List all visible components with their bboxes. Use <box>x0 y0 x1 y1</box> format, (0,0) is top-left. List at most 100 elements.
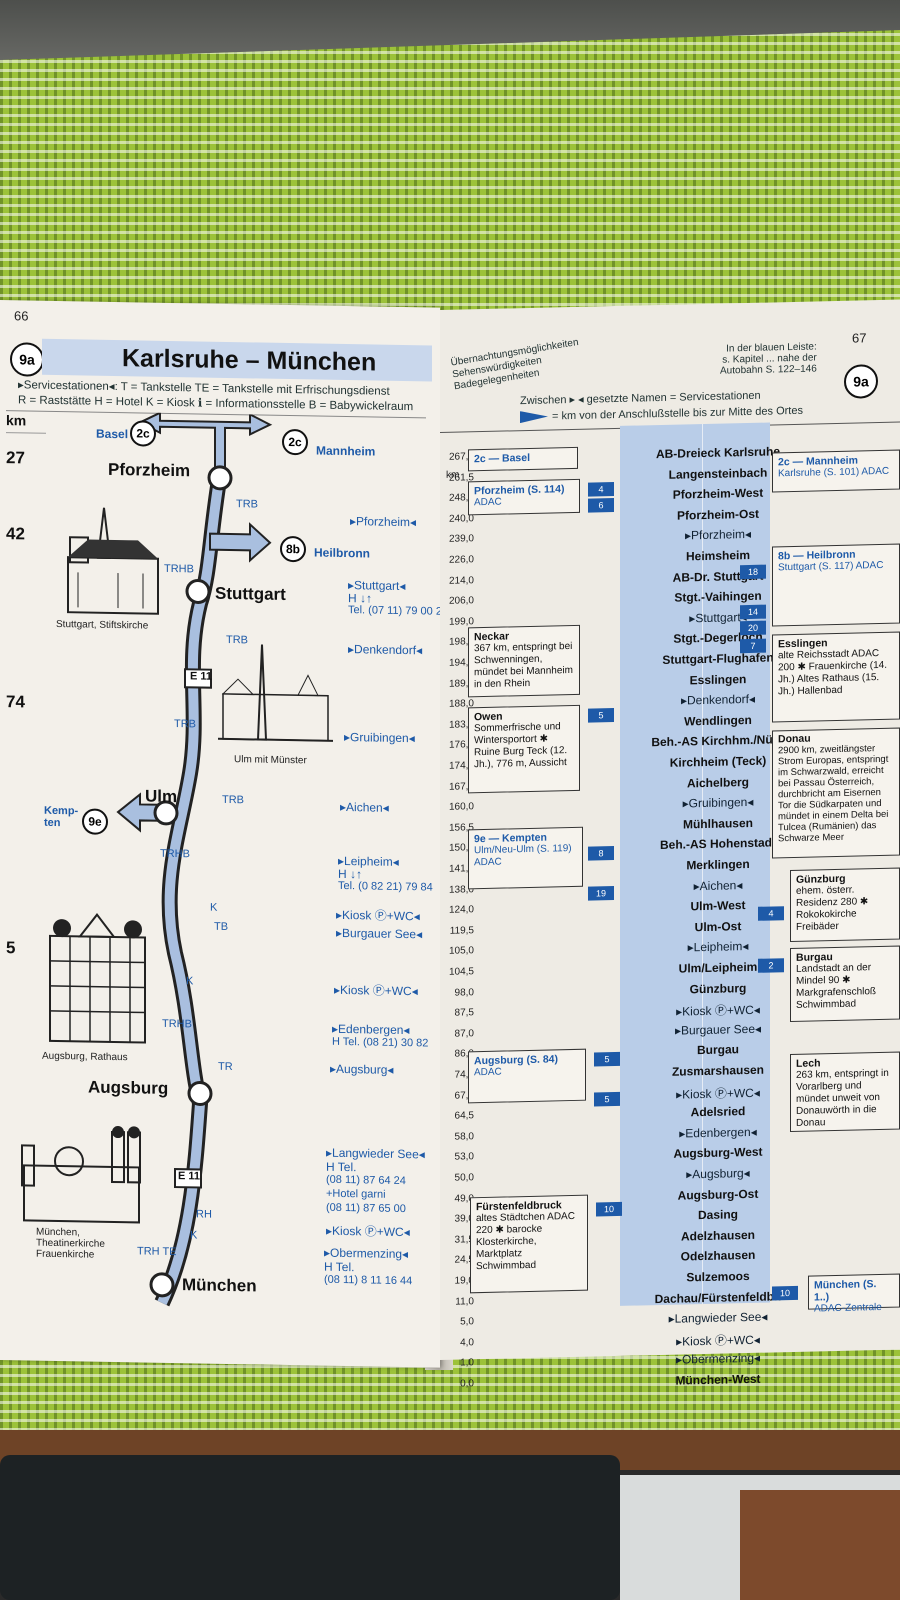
service-abbr: TRH TE <box>137 1245 177 1259</box>
box-text: ADAC-Zentrale <box>814 1301 882 1315</box>
box-title: Pforzheim (S. 114) <box>474 483 565 498</box>
km-value: 27 <box>6 448 25 468</box>
exit-number: 18 <box>740 564 766 580</box>
exit-km: 87,0 <box>454 1028 474 1040</box>
exit-number: 4 <box>758 906 784 921</box>
box-text: 2900 km, zweitlängster Strom Europas, en… <box>778 743 889 845</box>
route-map <box>116 411 273 1307</box>
heilbronn-label: Heilbronn <box>314 545 370 561</box>
box-title: München (S. 1..) <box>814 1278 877 1304</box>
info-box-augsburg: Augsburg (S. 84)ADAC <box>468 1048 586 1104</box>
right-header-note: In der blauen Leiste: s. Kapitel ... nah… <box>720 341 817 376</box>
exit-number: 10 <box>772 1285 798 1301</box>
station-text: +Hotel garni <box>326 1187 386 1201</box>
exit-km: 24,5 <box>454 1254 474 1267</box>
station-text: ▸Obermenzing◂ <box>324 1245 409 1262</box>
service-abbr: RH <box>196 1208 212 1221</box>
station-text: ▸Denkendorf◂ <box>348 642 423 658</box>
box-title: Günzburg <box>796 872 846 886</box>
floor-wood <box>740 1490 900 1600</box>
exit-number: 5 <box>594 1051 620 1067</box>
km-value: 42 <box>6 524 25 544</box>
box-text: Sommerfrische und Wintersportort ✱ Ruine… <box>474 721 568 771</box>
exit-km: 226,0 <box>448 554 474 566</box>
service-abbr: TRHB <box>162 1017 192 1031</box>
exit-number: 19 <box>588 886 614 901</box>
exit-km: 11,0 <box>455 1295 474 1308</box>
exit-number: 5 <box>594 1091 620 1107</box>
left-route-badge: 9a <box>10 342 44 377</box>
service-abbr: TRHB <box>160 847 190 861</box>
exit-name: ▸Kiosk Ⓟ+WC◂ <box>676 1002 760 1019</box>
service-abbr: K <box>186 975 194 988</box>
right-route-badge: 9a <box>844 364 878 399</box>
station-text: H Tel. (08 21) 30 82 <box>332 1035 429 1050</box>
legend: ▸Servicestationen◂: T = Tankstelle TE = … <box>18 378 428 415</box>
exit-number: 8 <box>588 846 614 861</box>
exit-km: 50,0 <box>454 1172 474 1184</box>
route-title: Karlsruhe – München <box>42 338 432 382</box>
left-page-number: 66 <box>14 308 29 324</box>
city-label: Stuttgart <box>215 583 286 604</box>
exit-km: 53,0 <box>454 1151 474 1164</box>
exit-km: 31,5 <box>454 1234 474 1246</box>
service-abbr: TRB <box>236 498 258 511</box>
exit-name: ▸Kiosk Ⓟ+WC◂ <box>676 1085 760 1102</box>
service-abbr: TRB <box>222 793 244 807</box>
illustration-caption: Stuttgart, Stiftskirche <box>56 618 149 632</box>
stuttgart-stiftskirche-illustration <box>67 507 159 615</box>
muenchen-churches-illustration <box>21 1126 141 1224</box>
right-page: 67 9a Übernachtungsmöglichkeiten Sehensw… <box>440 299 900 1390</box>
exit-km: 104,5 <box>448 966 474 978</box>
exit-km: 64,5 <box>454 1110 474 1122</box>
service-abbr: K <box>190 1229 198 1242</box>
station-text: ▸Kiosk Ⓟ+WC◂ <box>326 1223 410 1240</box>
open-road-atlas: 66 9a Karlsruhe – München ▸Servicestatio… <box>0 299 900 1390</box>
exit-number: 10 <box>596 1201 622 1217</box>
pforzheim-node <box>207 465 233 491</box>
illustration-caption: Ulm mit Münster <box>234 754 307 767</box>
city-label: Pforzheim <box>108 459 191 481</box>
service-abbr: TB <box>214 920 229 933</box>
service-abbr: TRHB <box>164 562 194 576</box>
road-label: E 11 <box>190 670 213 683</box>
station-text: H Tel. <box>326 1159 357 1175</box>
box-text: ADAC <box>474 1066 502 1079</box>
service-abbr: K <box>210 901 218 914</box>
illustration-caption: München, Theatinerkirche Frauenkirche <box>36 1226 105 1261</box>
info-box-muenchen: München (S. 1..)ADAC-Zentrale <box>808 1273 900 1315</box>
box-title: 2c — Basel <box>474 451 531 466</box>
exit-name: ▸Kiosk Ⓟ+WC◂ <box>676 1332 760 1349</box>
box-text: Stuttgart (S. 117) ADAC <box>778 559 884 574</box>
station-text: (08 11) 87 65 00 <box>326 1201 406 1216</box>
info-box-pforzheim: Pforzheim (S. 114)ADAC <box>468 478 580 516</box>
station-text: ▸Aichen◂ <box>340 799 389 815</box>
left-page: 66 9a Karlsruhe – München ▸Servicestatio… <box>0 300 448 1368</box>
exit-km: 214,0 <box>448 574 474 587</box>
box-text: Landstadt an der Mindel 90 ✱ Markgrafens… <box>796 962 877 1011</box>
kempten-label: Kemp- ten <box>44 804 79 830</box>
service-abbr: TRB <box>174 718 196 731</box>
exit-km: 239,0 <box>448 533 474 546</box>
box-text: altes Städtchen ADAC 220 ✱ barocke Klost… <box>476 1210 575 1273</box>
service-abbr: TR <box>218 1060 233 1074</box>
exit-km: 124,0 <box>448 904 474 916</box>
kempten-badge: 9e <box>82 808 108 835</box>
muenchen-node <box>149 1272 175 1298</box>
exit-km: 160,0 <box>448 801 474 813</box>
dark-cloth <box>0 1455 620 1600</box>
station-text: Tel. (07 11) 79 00 25 <box>348 604 449 618</box>
box-text: Karlsruhe (S. 101) ADAC <box>778 465 890 480</box>
mannheim-label: Mannheim <box>316 443 376 459</box>
box-text: ehem. österr. Residenz 280 ✱ Rokokokirch… <box>796 884 869 933</box>
